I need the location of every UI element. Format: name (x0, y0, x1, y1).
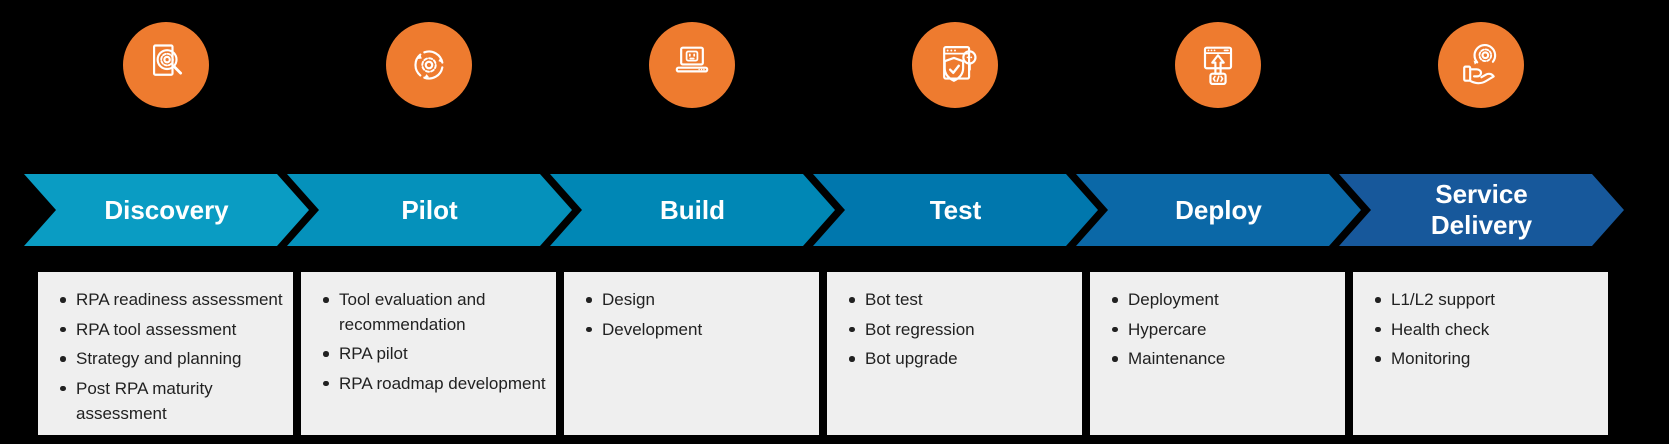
list-item: L1/L2 support (1373, 288, 1598, 313)
stage-arrow: Service Delivery (1339, 174, 1624, 246)
browser-upload-code-icon (1203, 46, 1232, 86)
stage-arrow: Build (550, 174, 835, 246)
stage-title: Deploy (1175, 194, 1262, 225)
document-search-gear-icon (152, 44, 182, 76)
list-item: Post RPA maturity assessment (58, 377, 283, 426)
list-item: Bot test (847, 288, 1072, 313)
stage-arrow: Pilot (287, 174, 572, 246)
stage-icon-cell (1090, 22, 1345, 108)
gear-cycle-arrows-icon (413, 50, 443, 80)
list-item: Strategy and planning (58, 347, 283, 372)
list-item: Deployment (1110, 288, 1335, 313)
stage-title: Test (929, 194, 982, 225)
list-item: Monitoring (1373, 347, 1598, 372)
list-item: RPA pilot (321, 342, 546, 367)
stage-icon-circle (122, 22, 209, 108)
stage-icon-circle (1174, 22, 1261, 108)
list-item: Bot regression (847, 318, 1072, 343)
stage-icons-row (38, 22, 1608, 108)
stage-icon-cell (564, 22, 819, 108)
stage-icon-circle (385, 22, 472, 108)
laptop-robot-icon (675, 46, 708, 73)
list-item: Design (584, 288, 809, 313)
stage-title: Build (660, 194, 725, 225)
stage-arrow: Discovery (24, 174, 309, 246)
stage-arrow: Test (813, 174, 1098, 246)
list-item: Maintenance (1110, 347, 1335, 372)
stage-icon-cell (1353, 22, 1608, 108)
list-item: Bot upgrade (847, 347, 1072, 372)
list-item: RPA readiness assessment (58, 288, 283, 313)
stage-icon-cell (301, 22, 556, 108)
shield-check-search-icon (942, 46, 977, 82)
stage-title: Discovery (104, 194, 229, 225)
list-item: RPA roadmap development (321, 372, 546, 397)
stage-icon-cell (827, 22, 1082, 108)
stage-icon-circle (1437, 22, 1524, 108)
stage-icon-cell (38, 22, 293, 108)
hand-gear-sync-icon (1462, 44, 1496, 85)
stage-title: Pilot (401, 194, 458, 225)
stage-arrow: Deploy (1076, 174, 1361, 246)
list-item: RPA tool assessment (58, 318, 283, 343)
list-item: Hypercare (1110, 318, 1335, 343)
list-item: Health check (1373, 318, 1598, 343)
stage-icon-circle (911, 22, 998, 108)
list-item: Tool evaluation and recommendation (321, 288, 546, 337)
stage-title: Service Delivery (1430, 179, 1533, 240)
list-item: Development (584, 318, 809, 343)
stage-icon-circle (648, 22, 735, 108)
